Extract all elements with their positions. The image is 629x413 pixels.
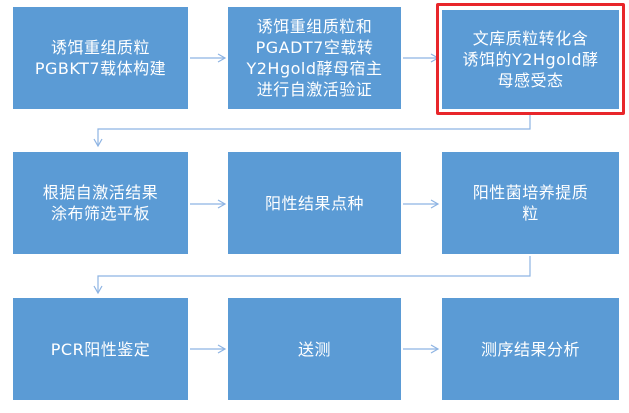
step-8-box: 送测 <box>228 298 401 400</box>
step-4-box: 根据自激活结果 涂布筛选平板 <box>13 152 188 254</box>
step-7-box: PCR阳性鉴定 <box>13 298 188 400</box>
step-3-label: 文库质粒转化含 诱饵的Y2Hgold酵 母感受态 <box>462 29 599 90</box>
step-5-label: 阳性结果点种 <box>264 193 364 213</box>
step-9-label: 测序结果分析 <box>480 339 580 359</box>
arrow-step6-to-step7 <box>93 256 531 295</box>
step-2-label: 诱饵重组质粒和 PGADT7空载转 Y2Hgold酵母宿主 进行自激活验证 <box>246 17 383 99</box>
step-6-label: 阳性菌培养提质 粒 <box>472 183 589 223</box>
step-2-box: 诱饵重组质粒和 PGADT7空载转 Y2Hgold酵母宿主 进行自激活验证 <box>228 7 401 109</box>
step-8-label: 送测 <box>297 339 331 359</box>
step-3-highlight-frame <box>436 3 625 115</box>
step-5-box: 阳性结果点种 <box>228 152 401 254</box>
step-1-label: 诱饵重组质粒 PGBKT7载体构建 <box>34 38 167 78</box>
step-7-label: PCR阳性鉴定 <box>50 339 151 359</box>
step-1-box: 诱饵重组质粒 PGBKT7载体构建 <box>13 7 188 109</box>
step-3-box: 文库质粒转化含 诱饵的Y2Hgold酵 母感受态 <box>442 10 619 109</box>
step-4-label: 根据自激活结果 涂布筛选平板 <box>42 183 159 223</box>
step-9-box: 测序结果分析 <box>442 298 619 400</box>
step-6-box: 阳性菌培养提质 粒 <box>442 152 619 254</box>
arrow-step3-to-step4 <box>93 113 531 148</box>
